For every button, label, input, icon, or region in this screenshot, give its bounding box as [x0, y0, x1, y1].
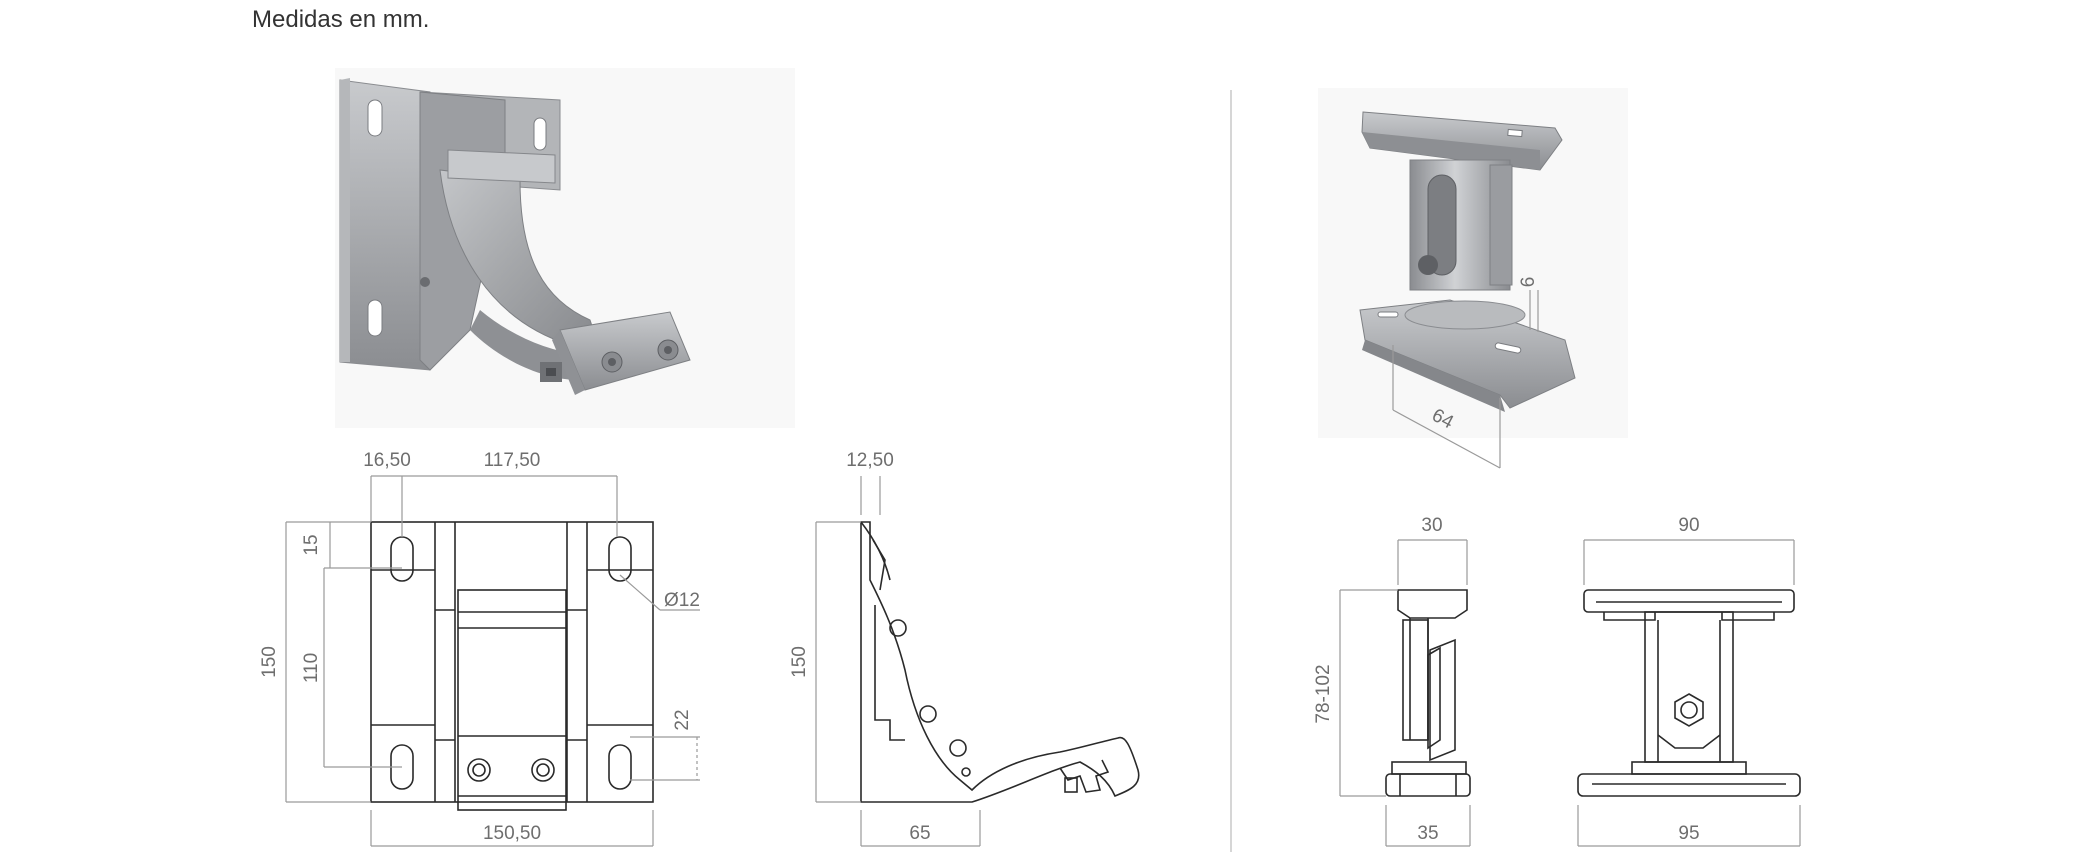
right-bracket-photo	[1318, 88, 1628, 469]
dim-label: 150	[259, 646, 280, 678]
left-bracket-front-view	[285, 475, 700, 847]
dim-label: Ø12	[664, 590, 700, 611]
dim-label: 16,50	[363, 450, 411, 471]
left-bracket-photo	[335, 68, 795, 428]
dim-label: 150,50	[483, 823, 541, 844]
dim-label: 35	[1417, 823, 1438, 844]
page-caption: Medidas en mm.	[252, 6, 430, 33]
dim-label: 150	[789, 646, 810, 678]
dim-label: 90	[1678, 515, 1699, 536]
dim-label: 22	[672, 709, 693, 730]
left-bracket-side-view	[815, 476, 1140, 847]
dim-label: 110	[301, 653, 322, 683]
dim-label: 117,50	[484, 450, 541, 471]
right-bracket-front-view	[1577, 539, 1801, 847]
dim-label: 6	[1518, 277, 1539, 288]
dim-label: 30	[1421, 515, 1442, 536]
dim-label: 15	[301, 534, 322, 555]
right-bracket-side-view	[1339, 539, 1471, 847]
dim-label: 95	[1678, 823, 1699, 844]
dim-label: 78-102	[1313, 664, 1334, 723]
dim-label: 12,50	[846, 450, 894, 471]
dim-label: 65	[909, 823, 930, 844]
